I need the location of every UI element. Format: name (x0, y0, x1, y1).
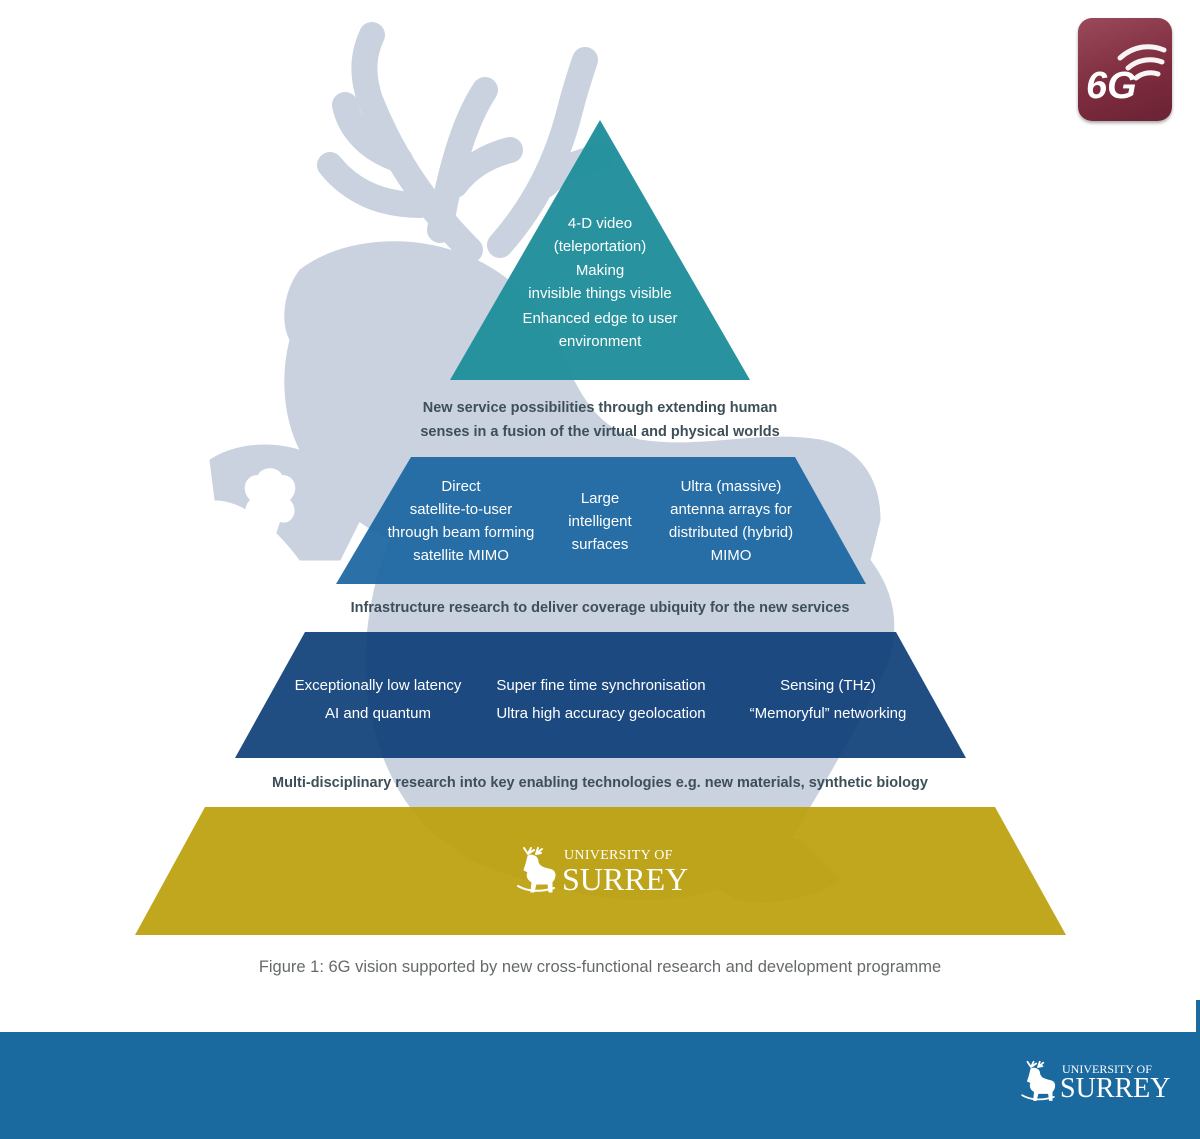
tier2-col-surfaces: Large intelligent surfaces (545, 487, 655, 556)
footer-stag-logo-icon (1021, 1060, 1056, 1101)
tier1-item-2-line1: Making (575, 262, 625, 279)
tier1-item-1-line2: (teleportation) (553, 238, 647, 255)
tier2-col2-line: surfaces (571, 536, 629, 553)
tier2-col3-line: Ultra (massive) (680, 478, 782, 495)
pyramid-tier-4 (135, 807, 1066, 935)
pyramid-tier-3 (235, 632, 966, 758)
figure-caption: Figure 1: 6G vision supported by new cro… (258, 958, 942, 976)
stag-logo-icon (517, 847, 556, 893)
tier3-col-synchronisation: Super fine time synchronisation Ultra hi… (470, 672, 732, 728)
tier3-col1-line: Exceptionally low latency (294, 677, 462, 694)
tier1-item-3: Enhanced edge to user environment (475, 307, 725, 353)
caption-infrastructure: Infrastructure research to deliver cover… (350, 600, 850, 616)
caption1-line2: senses in a fusion of the virtual and ph… (420, 424, 780, 440)
tier2-col1-line: Direct (441, 478, 481, 495)
tier2-col3-line: antenna arrays for (670, 501, 792, 518)
footer-university-logo: UNIVERSITY OF SURREY (1018, 1060, 1170, 1106)
base-logo-line2: SURREY (562, 861, 689, 897)
tier2-col2-line: Large (580, 490, 620, 507)
tier2-col1-line: satellite MIMO (413, 547, 509, 564)
tier1-item-1-line1: 4-D video (567, 215, 633, 232)
pyramid (135, 120, 1066, 935)
tier3-col-sensing: Sensing (THz) “Memoryful” networking (718, 672, 938, 728)
tier2-col2-line: intelligent (568, 513, 632, 530)
badge-6g: 6G (1078, 18, 1172, 121)
tier2-col1-line: through beam forming (387, 524, 535, 541)
caption-multi-disciplinary: Multi-disciplinary research into key ena… (272, 775, 928, 791)
footer-logo-line1: UNIVERSITY OF (1062, 1062, 1152, 1076)
signal-waves-icon (1117, 44, 1167, 81)
tier3-col2-line: Ultra high accuracy geolocation (496, 705, 706, 722)
tier2-col3-line: distributed (hybrid) (668, 524, 794, 541)
tier1-item-1: 4-D video (teleportation) (475, 212, 725, 258)
tier1-item-2-line2: invisible things visible (528, 285, 672, 302)
footer-logo-line2: SURREY (1060, 1073, 1171, 1104)
caption1-line1: New service possibilities through extend… (422, 400, 778, 416)
tier1-item-3-line2: environment (558, 333, 642, 350)
tier3-col1-line: AI and quantum (325, 705, 431, 722)
tier1-item-3-line1: Enhanced edge to user (522, 310, 678, 327)
pyramid-tier-1 (450, 120, 750, 380)
tier3-col3-line: “Memoryful” networking (749, 705, 907, 722)
badge-6g-label: 6G (1086, 65, 1137, 107)
caption-service-possibilities: New service possibilities through extend… (300, 396, 900, 444)
tier2-col1-line: satellite-to-user (409, 501, 513, 518)
base-logo-line1: UNIVERSITY OF (564, 848, 673, 863)
base-university-logo: UNIVERSITY OF SURREY (514, 846, 694, 898)
tier3-col3-line: Sensing (THz) (780, 677, 876, 694)
tier3-col2-line: Super fine time synchronisation (496, 677, 706, 694)
tier2-col3-line: MIMO (710, 547, 752, 564)
tier2-col-satellite: Direct satellite-to-user through beam fo… (371, 475, 551, 567)
pyramid-tier-2 (336, 457, 866, 584)
tier3-col-latency: Exceptionally low latency AI and quantum (268, 672, 488, 728)
tier2-col-antenna: Ultra (massive) antenna arrays for distr… (650, 475, 812, 567)
footer-bar: UNIVERSITY OF SURREY (0, 1032, 1200, 1139)
tier1-item-2: Making invisible things visible (475, 259, 725, 305)
footer-edge-line (1196, 1000, 1200, 1032)
